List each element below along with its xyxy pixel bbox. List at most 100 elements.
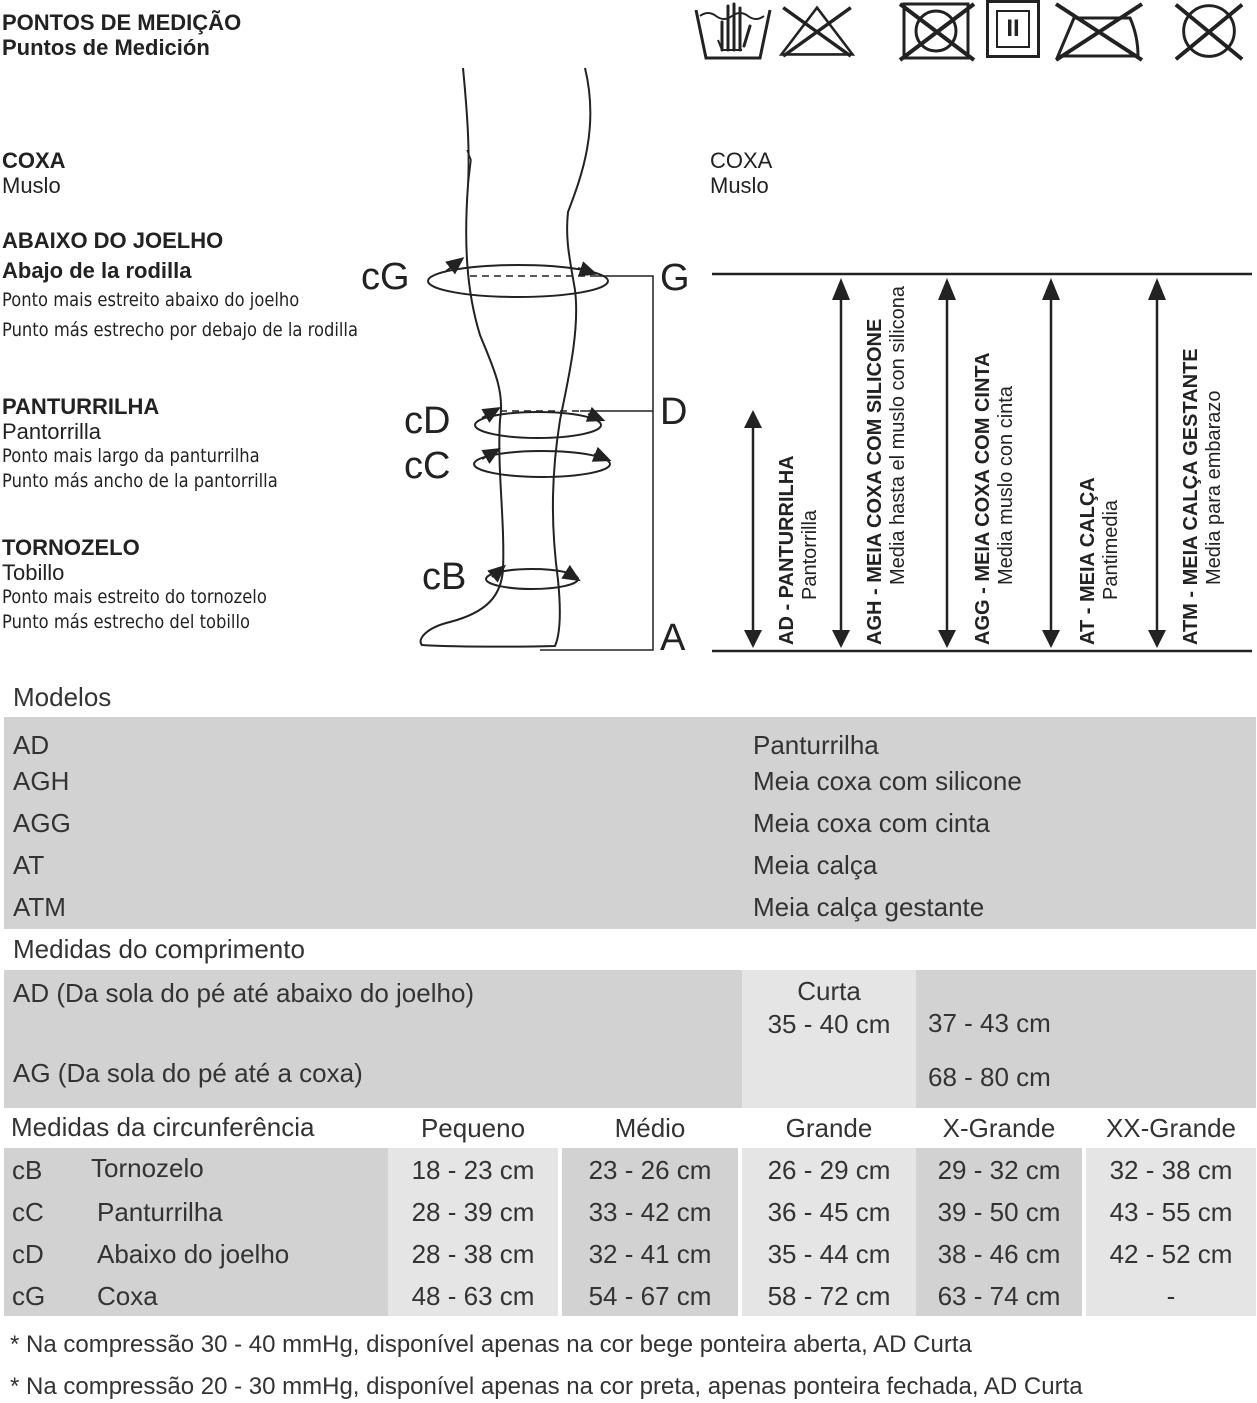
circ-name: Coxa [97,1281,158,1311]
coxa-label-pt: COXA [2,148,66,173]
circ-value: 33 - 42 cm [588,1197,712,1227]
cb-ellipse [485,568,579,590]
coxa-label-es: Muslo [2,173,61,198]
arrow-label-ad-pt: AD - PANTURRILHA [776,455,798,645]
arrow-label-atm-es: Media para embarazo [1203,390,1225,585]
arrow-label-atm-pt: ATM - MEIA CALÇA GESTANTE [1180,348,1202,645]
circ-col-grande [742,1148,916,1316]
circ-value: 58 - 72 cm [767,1281,891,1311]
size-header: X-Grande [942,1113,1056,1143]
footnote: * Na compressão 30 - 40 mmHg, disponível… [10,1331,972,1358]
page-subtitle: Puntos de Medición [2,35,210,60]
circ-value: 39 - 50 cm [937,1197,1061,1227]
model-name: Meia calça [753,850,878,880]
tornozelo-label-pt: TORNOZELO [2,535,140,560]
circ-value: 32 - 38 cm [1109,1155,1233,1185]
curta-cell [742,970,916,1108]
model-code: ATM [13,892,66,922]
arrow-label-at-es: Pantimedia [1100,499,1122,600]
curta-label: Curta [797,976,861,1006]
no-bleach-icon [778,5,856,58]
circ-value: - [1166,1281,1176,1311]
right-coxa-es: Muslo [710,173,769,198]
circ-value: 48 - 63 cm [411,1281,535,1311]
model-name: Meia coxa com cinta [753,808,990,838]
circ-name: Panturrilha [97,1197,223,1227]
length-arrows [744,278,1166,648]
hand-wash-icon [694,2,772,60]
point-d-label: D [660,391,687,433]
joelho-label-es: Abajo de la rodilla [2,258,192,283]
point-g-label: G [660,257,690,299]
circ-value: 32 - 41 cm [588,1239,712,1269]
flat-dry-icon: II [986,0,1040,58]
arrow-label-agg-pt: AGG - MEIA COXA COM CINTA [972,352,994,645]
arrow-label-agh-es: Media hasta el muslo con silicona [887,285,909,585]
joelho-label-pt: ABAIXO DO JOELHO [2,228,224,253]
joelho-desc-es: Punto más estrecho por debajo de la rodi… [2,319,358,341]
circ-code: cG [12,1281,46,1311]
ag-length-value: 68 - 80 cm [928,1062,1051,1092]
no-tumble-dry-icon [898,2,976,62]
size-header: Médio [614,1113,686,1143]
circ-value: 26 - 29 cm [767,1155,891,1185]
model-name: Meia calça gestante [753,892,985,922]
panturrilha-label-pt: PANTURRILHA [2,394,160,419]
ad-length-label: AD (Da sola do pé até abaixo do joelho) [13,978,475,1008]
flat-dry-symbol: II [996,10,1030,48]
no-dry-clean-icon [1174,3,1244,61]
circ-name: Abaixo do joelho [97,1239,290,1269]
leg-outline [419,67,592,648]
arrow-label-at-pt: AT - MEIA CALÇA [1077,477,1099,645]
modelos-table [4,717,1256,929]
circ-col-xgrande [916,1148,1082,1316]
tornozelo-label-es: Tobillo [2,560,65,585]
modelos-heading: Modelos [13,682,112,712]
comprimento-heading: Medidas do comprimento [13,934,305,964]
circ-value: 54 - 67 cm [588,1281,712,1311]
size-header: XX-Grande [1105,1113,1237,1143]
model-name: Meia coxa com silicone [753,766,1022,796]
right-coxa-pt: COXA [710,148,773,173]
circ-value: 28 - 38 cm [411,1239,535,1269]
circ-col-pequeno [388,1148,558,1316]
circ-value: 63 - 74 cm [937,1281,1061,1311]
arrow-label-ad-es: Pantorrilla [799,509,821,600]
point-cb-label: cB [422,556,466,598]
point-cc-label: cC [404,445,450,487]
cd-ellipse [474,411,602,439]
circunferencia-heading: Medidas da circunferência [11,1112,315,1142]
tornozelo-desc-es: Punto más estrecho del tobillo [2,611,250,633]
circ-value: 28 - 39 cm [411,1197,535,1227]
circ-value: 36 - 45 cm [767,1197,891,1227]
circ-value: 43 - 55 cm [1109,1197,1233,1227]
cc-ellipse [473,450,611,478]
ag-length-label: AG (Da sola do pé até a coxa) [13,1058,363,1088]
joelho-desc-pt: Ponto mais estreito abaixo do joelho [2,289,300,311]
circ-value: 38 - 46 cm [937,1239,1061,1269]
size-header: Grande [785,1113,873,1143]
arrow-label-agh-pt: AGH - MEIA COXA COM SILICONE [864,319,886,645]
arrow-label-agg-es: Media muslo con cinta [995,385,1017,585]
circ-col-medio [562,1148,738,1316]
model-code: AD [13,730,50,760]
panturrilha-desc-es: Punto más ancho de la pantorrilla [2,470,278,492]
circ-name: Tornozelo [91,1153,204,1183]
page-title: PONTOS DE MEDIÇÃO [2,10,242,35]
panturrilha-label-es: Pantorrilla [2,419,102,444]
size-header: Pequeno [420,1113,526,1143]
circ-code: cC [12,1197,44,1227]
ad-length-value: 37 - 43 cm [928,1008,1051,1038]
point-cd-label: cD [404,400,450,442]
circ-col-xxgrande [1086,1148,1256,1316]
comprimento-value-cell [916,970,1256,1108]
model-name: Panturrilha [753,730,879,760]
circ-code: cD [12,1239,44,1269]
point-cg-label: cG [361,256,410,298]
no-iron-icon [1054,2,1144,62]
circ-label-col [4,1148,388,1316]
circ-value: 35 - 44 cm [767,1239,891,1269]
tornozelo-desc-pt: Ponto mais estreito do tornozelo [2,586,267,608]
leg-diagram: cG cD cC cB G D A COXA Muslo AD - PANTUR… [361,67,1252,659]
curta-value: 35 - 40 cm [767,1009,891,1039]
